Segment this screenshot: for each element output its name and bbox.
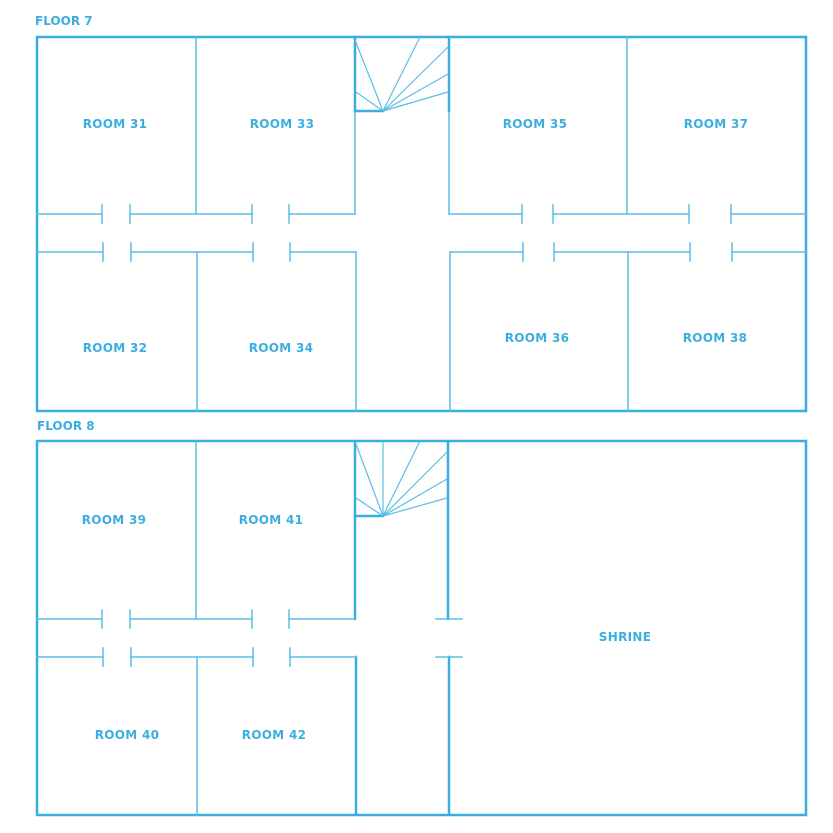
floor-7-label: FLOOR 7 xyxy=(35,14,93,28)
floor-8-label: FLOOR 8 xyxy=(37,419,95,433)
room-35-label: ROOM 35 xyxy=(503,117,568,131)
room-41-label: ROOM 41 xyxy=(239,513,304,527)
room-37-label: ROOM 37 xyxy=(684,117,749,131)
room-40-label: ROOM 40 xyxy=(95,728,160,742)
staircase-floor-8 xyxy=(353,440,448,518)
floor-7-outer-wall xyxy=(35,35,808,413)
room-39-label: ROOM 39 xyxy=(82,513,147,527)
room-36-label: ROOM 36 xyxy=(505,331,570,345)
floor-8-outer-wall xyxy=(35,439,808,817)
floor-8: FLOOR 8 xyxy=(35,419,808,817)
shrine-label: SHRINE xyxy=(599,630,651,644)
room-33-label: ROOM 33 xyxy=(250,117,315,131)
room-32-label: ROOM 32 xyxy=(83,341,148,355)
room-34-label: ROOM 34 xyxy=(249,341,314,355)
floor-7: FLOOR 7 xyxy=(35,14,808,413)
room-31-label: ROOM 31 xyxy=(83,117,148,131)
room-42-label: ROOM 42 xyxy=(242,728,307,742)
room-38-label: ROOM 38 xyxy=(683,331,748,345)
staircase-floor-7 xyxy=(353,35,451,113)
